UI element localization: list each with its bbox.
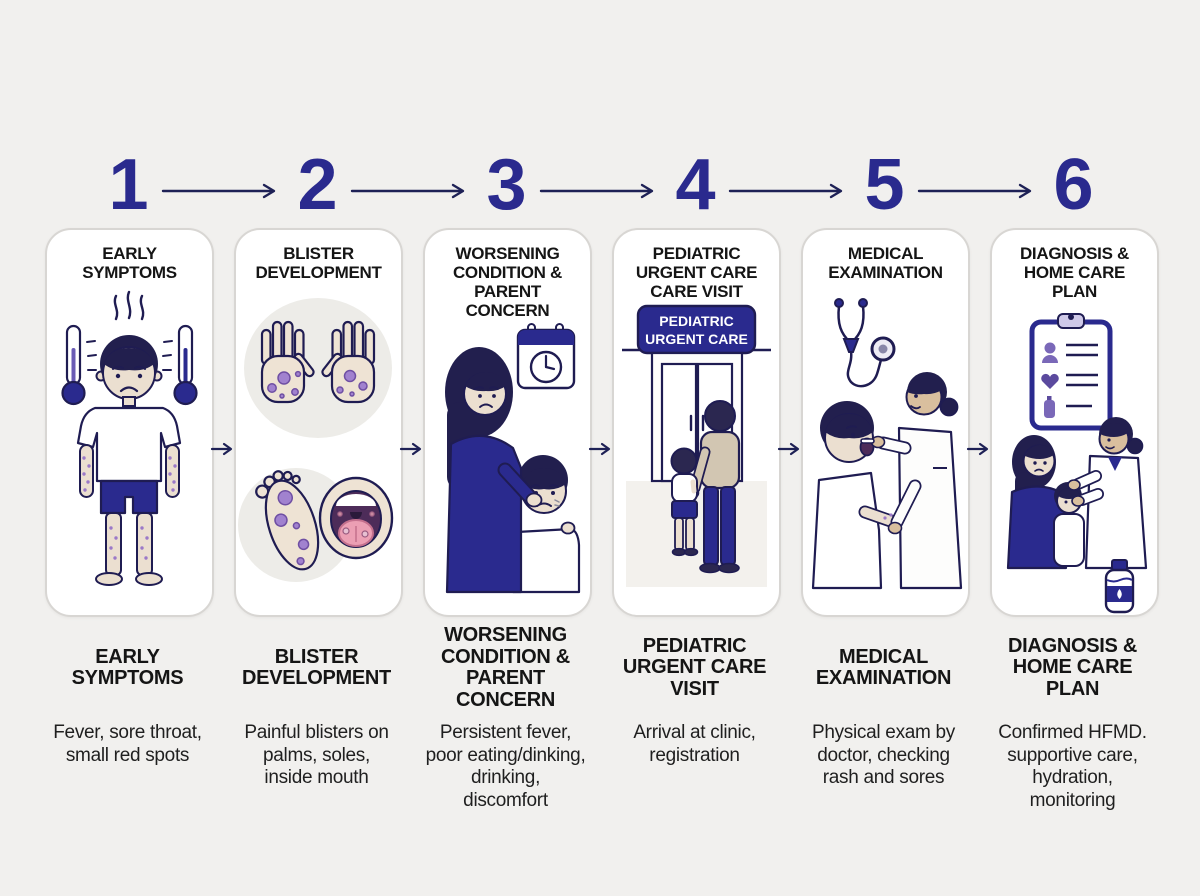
blistered-foot [255,470,320,571]
arrow-right-icon [588,442,611,456]
step-card-6: DIAGNOSIS & HOME CARE PLAN [990,228,1159,617]
arrow-right-icon [966,442,989,456]
step-number-5: 5 [864,145,904,225]
step-description-4: Arrival at clinic, registration [633,722,756,766]
step-label-1: EARLY SYMPTOMS [71,645,184,689]
clinic-sign-line2: URGENT CARE [645,331,748,347]
step-column-4: 4 PEDIATRIC URGENT CARE [612,0,781,896]
card-title-4: PEDIATRIC URGENT CARE CARE VISIT [635,244,758,301]
step-label-4: PEDIATRIC URGENT CARE VISIT [622,634,767,700]
step-card-4: PEDIATRIC URGENT CARE [612,228,781,617]
illustration-diagnosis-plan [1006,313,1148,614]
card-title-2: BLISTER DEVELOPMENT [255,244,382,282]
card-title-3: WORSENING CONDITION & PARENT CONCERN [452,244,563,320]
doctor-figure [860,372,963,590]
stethoscope-icon [834,298,896,388]
arrow-right-icon [210,442,233,456]
step-label-5: MEDICAL EXAMINATION [815,645,952,689]
illustration-worsening-condition [445,323,581,594]
heat-waves-icon [113,290,145,321]
step-column-3: 3 [423,0,592,896]
arrow-right-icon [161,183,276,199]
clinic-sign-line1: PEDIATRIC [659,313,733,329]
mother-figure [445,347,576,594]
step-description-2: Painful blisters on palms, soles, inside… [244,722,389,788]
arrow-right-icon [728,183,843,199]
step-description-1: Fever, sore throat, small red spots [53,722,202,766]
step-card-1: EARLY SYMPTOMS [45,228,214,617]
step-description-3: Persistent fever, poor eating/dinking, d… [425,722,586,811]
step-description-6: Confirmed HFMD. supportive care, hydrati… [998,722,1147,811]
arrow-right-icon [917,183,1032,199]
child-figure [670,447,699,557]
clipboard-icon [1029,313,1113,431]
arrow-right-icon [777,442,800,456]
doctor-figure [1067,417,1148,570]
step-number-4: 4 [675,145,715,225]
blistered-hand [321,320,376,404]
calendar-clock-icon [516,323,576,390]
step-label-3: WORSENING CONDITION & PARENT CONCERN [441,624,570,711]
step-column-1: 1 [45,0,214,896]
step-card-3: WORSENING CONDITION & PARENT CONCERN [423,228,592,617]
clinic-sign: PEDIATRIC URGENT CARE [636,304,757,355]
arrow-right-icon [539,183,654,199]
thermometer-icon [162,324,198,406]
blistered-mouth [318,476,394,560]
step-column-6: 6 [990,0,1159,896]
arrow-right-icon [350,183,465,199]
step-number-6: 6 [1053,145,1093,225]
step-card-2: BLISTER DEVELOPMENT [234,228,403,617]
card-title-6: DIAGNOSIS & HOME CARE PLAN [1019,244,1130,301]
card-title-5: MEDICAL EXAMINATION [828,244,943,282]
step-number-1: 1 [108,145,148,225]
step-label-2: BLISTER DEVELOPMENT [242,645,391,689]
patient-boy-figure [811,401,918,590]
step-label-6: DIAGNOSIS & HOME CARE PLAN [1008,634,1137,700]
illustration-early-symptoms [61,290,198,586]
step-card-5: MEDICAL EXAMINATION [801,228,970,617]
thermometer-icon [61,324,97,406]
step-column-5: 5 [801,0,970,896]
step-description-5: Physical exam by doctor, checking rash a… [811,722,956,788]
mother-and-child-figure [1006,435,1085,570]
arrow-right-icon [399,442,422,456]
water-bottle-icon [1104,559,1135,614]
card-title-1: EARLY SYMPTOMS [82,244,177,282]
step-column-2: 2 [234,0,403,896]
illustration-blister-development [238,298,394,582]
illustration-medical-examination [811,298,963,590]
step-number-3: 3 [486,145,526,225]
sick-boy-figure [76,335,182,586]
illustration-urgent-care-visit: PEDIATRIC URGENT CARE [622,304,771,587]
parent-figure [688,400,741,574]
step-number-2: 2 [297,145,337,225]
blistered-hand [260,320,315,404]
